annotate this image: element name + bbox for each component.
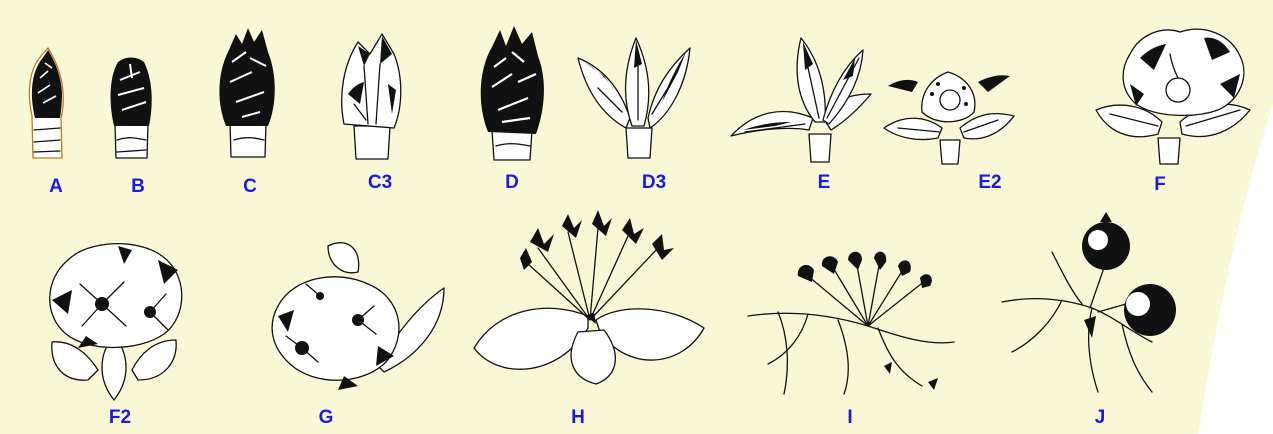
stage-c3 (308, 24, 428, 164)
green-tip-icon (308, 24, 428, 164)
stage-j (1002, 212, 1122, 397)
stage-label-i: I (847, 407, 852, 429)
stage-label-j: J (1095, 407, 1106, 429)
stage-b (70, 40, 190, 165)
stage-g (258, 236, 378, 406)
leaves-unfolding-icon (578, 28, 698, 168)
stage-label-b: B (131, 176, 145, 198)
stage-label-d: D (505, 172, 519, 194)
stage-label-e2: E2 (978, 172, 1001, 194)
stage-label-a: A (49, 176, 63, 198)
stage-c (186, 22, 306, 162)
stage-f2 (28, 230, 148, 405)
bud-burst-icon (186, 22, 306, 162)
flower-buds-visible-icon (878, 42, 1018, 167)
leaves-spreading-icon (735, 30, 875, 170)
stage-label-f: F (1154, 174, 1166, 196)
stage-i (748, 246, 868, 396)
first-flower-icon (1100, 14, 1265, 169)
stage-d3 (578, 28, 698, 168)
stage-e (735, 30, 855, 170)
stage-label-e: E (818, 172, 831, 194)
stage-d (452, 22, 572, 162)
bud-opening-icon (452, 22, 572, 162)
stage-h (468, 208, 588, 388)
stage-label-h: H (571, 407, 585, 429)
fruit-growth-icon (1002, 212, 1192, 397)
stage-label-d3: D3 (642, 172, 666, 194)
stage-label-g: G (319, 407, 334, 429)
petal-fall-icon (258, 236, 458, 406)
stage-e2 (878, 42, 998, 167)
stage-label-c: C (243, 176, 257, 198)
stage-f (1100, 14, 1220, 169)
swelling-bud-icon (70, 40, 190, 165)
fruit-set-icon (748, 246, 958, 396)
end-of-flowering-icon (468, 208, 718, 388)
stage-label-f2: F2 (109, 407, 131, 429)
stage-label-c3: C3 (368, 172, 392, 194)
full-bloom-icon (28, 230, 203, 405)
